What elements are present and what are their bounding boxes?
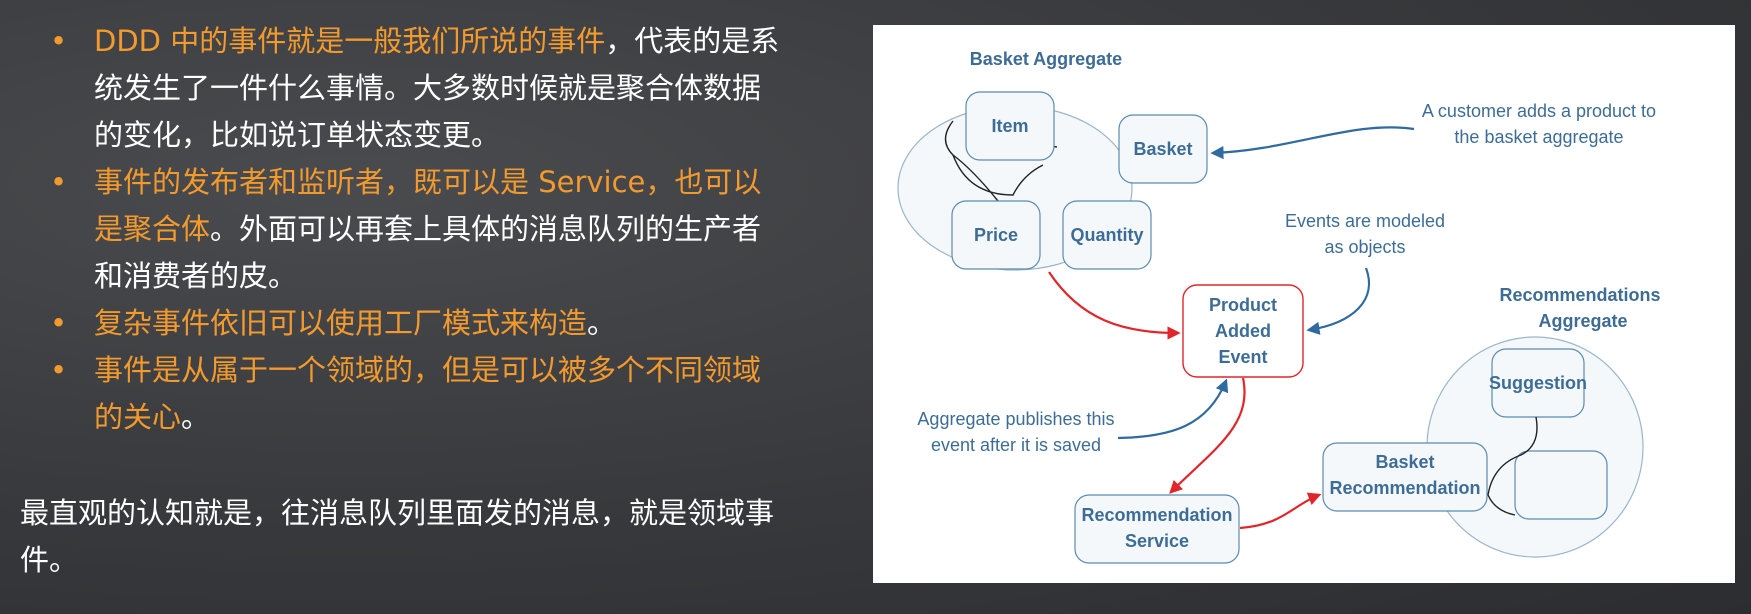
recommendation-service-label: Recommendation (1081, 505, 1232, 525)
basket-recommendation-label: Recommendation (1329, 478, 1480, 498)
domain-events-diagram: Basket Aggregate Item Basket Price Quant… (873, 25, 1735, 583)
bullet-item: DDD 中的事件就是一般我们所说的事件，代表的是系统发生了一件什么事情。大多数时… (50, 18, 780, 159)
summary-paragraph: 最直观的认知就是，往消息队列里面发的消息，就是领域事件。 (20, 496, 775, 577)
bullet-text: 。外面可以再套上具体的消息队列的生产者和消费者的皮。 (94, 212, 762, 293)
arrow-event-to-service (1169, 377, 1246, 494)
event-label-line: Added (1215, 321, 1271, 341)
bullet-item: 事件是从属于一个领域的，但是可以被多个不同领域的关心。 (50, 347, 780, 441)
note-publishes: Aggregate publishes this (917, 409, 1114, 429)
bullet-text: 。 (181, 400, 211, 434)
bullet-item: 事件的发布者和监听者，既可以是 Service，也可以是聚合体。外面可以再套上具… (50, 159, 780, 300)
basket-recommendation-label: Basket (1375, 452, 1434, 472)
note-customer: A customer adds a product to (1422, 101, 1656, 121)
arrow-publishes (1117, 378, 1229, 440)
quantity-box (1062, 200, 1152, 270)
bullet-text-highlight: 复杂事件依旧可以使用工厂模式来构造 (94, 306, 588, 340)
arrow-service-to-recommendation (1239, 492, 1322, 530)
recommendation-service-label: Service (1125, 531, 1189, 551)
basket-label: Basket (1133, 139, 1192, 159)
note-publishes: event after it is saved (931, 435, 1101, 455)
event-label-line: Product (1209, 295, 1277, 315)
connector-line (952, 154, 1044, 196)
bullet-text-highlight: 事件是从属于一个领域的，但是可以被多个不同领域的关心 (94, 353, 762, 434)
recommendations-aggregate-title: Recommendations (1499, 285, 1660, 305)
suggestion-label: Suggestion (1489, 373, 1587, 393)
diagram-svg: Basket Aggregate Item Basket Price Quant… (897, 49, 1661, 564)
bullet-item: 复杂事件依旧可以使用工厂模式来构造。 (50, 300, 780, 347)
note-customer: the basket aggregate (1454, 127, 1623, 147)
event-label-line: Event (1218, 347, 1267, 367)
arrow-basket-to-event (1048, 271, 1181, 340)
bullet-list: DDD 中的事件就是一般我们所说的事件，代表的是系统发生了一件什么事情。大多数时… (50, 18, 780, 441)
suggestion-box (1491, 348, 1585, 418)
bullet-text: 。 (587, 306, 617, 340)
basket-recommendation-box (1322, 442, 1488, 512)
basket-aggregate-title: Basket Aggregate (970, 49, 1122, 69)
price-box (951, 200, 1041, 270)
bullet-text-highlight: DDD 中的事件就是一般我们所说的事件 (94, 24, 606, 58)
price-label: Price (974, 225, 1018, 245)
note-events-modeled: Events are modeled (1285, 211, 1445, 231)
basket-box (1118, 114, 1208, 184)
connector-line (1487, 416, 1538, 516)
note-events-modeled: as objects (1324, 237, 1405, 257)
quantity-label: Quantity (1070, 225, 1143, 245)
arrow-events-modeled (1306, 267, 1371, 335)
empty-box (1514, 450, 1608, 520)
item-box (965, 91, 1055, 161)
arrow-customer-to-basket (1210, 126, 1415, 160)
recommendations-aggregate-title: Aggregate (1538, 311, 1627, 331)
bullet-text-highlight: 事件的发布者和监听者，既可以是 Service，也可以是聚合体 (94, 165, 762, 246)
item-label: Item (991, 116, 1028, 136)
bullet-text: ，代表的是系统发生了一件什么事情。大多数时候就是聚合体数据的变化，比如说订单状态… (94, 24, 780, 152)
recommendation-service-box (1074, 494, 1240, 564)
product-added-event-box (1182, 284, 1304, 378)
